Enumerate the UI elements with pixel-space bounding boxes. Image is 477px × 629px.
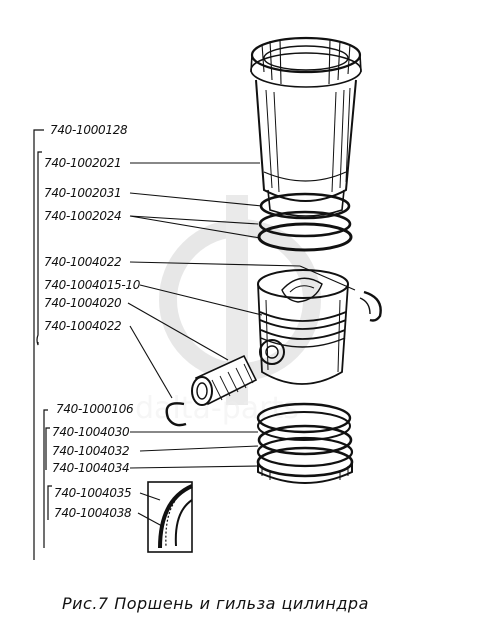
part-label-740-1004022-b: 740-1004022: [44, 319, 121, 333]
part-label-740-1002031: 740-1002031: [44, 186, 121, 200]
part-label-740-1004030: 740-1004030: [52, 425, 130, 439]
grouping-brackets: [33, 129, 52, 560]
part-number-labels: 740-1000128 740-1002021 740-1002031 740-…: [44, 123, 141, 520]
part-label-740-1004035: 740-1004035: [54, 486, 131, 500]
circlip-left: [165, 402, 187, 427]
part-label-740-1004022-a: 740-1004022: [44, 255, 121, 269]
cylinder-liner: [250, 36, 362, 217]
piston: [257, 269, 349, 385]
part-label-740-1000128: 740-1000128: [50, 123, 128, 137]
piston-rings: [256, 402, 354, 484]
figure-caption: Рис.7 Поршень и гильза цилиндра: [62, 594, 369, 613]
part-label-740-1004020: 740-1004020: [44, 296, 122, 310]
part-label-740-1004038: 740-1004038: [54, 506, 132, 520]
part-label-740-1000106: 740-1000106: [56, 402, 134, 416]
leader-lines: [127, 162, 356, 527]
part-label-740-1004032: 740-1004032: [52, 444, 129, 458]
circlip-right: [359, 290, 382, 322]
part-label-740-1002021: 740-1002021: [44, 156, 121, 170]
piston-pin: [191, 354, 258, 406]
part-label-740-1002024: 740-1002024: [44, 209, 121, 223]
part-label-740-1004015-10: 740-1004015-10: [44, 278, 141, 292]
part-label-740-1004034: 740-1004034: [52, 461, 129, 475]
oil-ring-detail-inset: [147, 481, 193, 553]
